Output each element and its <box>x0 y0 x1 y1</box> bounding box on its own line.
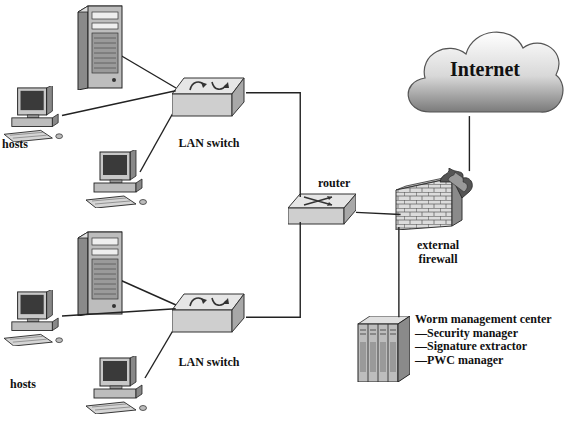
host-node: hosts <box>6 290 62 342</box>
host-icon <box>86 149 147 208</box>
cloud-label: Internet <box>450 58 520 81</box>
management-server-node: Worm management center—Security manager—… <box>354 316 410 382</box>
host-icon <box>86 355 147 414</box>
host-icon <box>4 85 62 142</box>
network-link <box>398 227 399 317</box>
network-link <box>469 116 470 171</box>
group-label: hosts <box>10 378 36 392</box>
firewall-node: external firewall <box>392 168 478 230</box>
device-label: LAN switch <box>178 356 239 370</box>
device-label: LAN switch <box>178 137 239 151</box>
device-label: external firewall <box>406 239 470 267</box>
server-icon <box>78 232 122 316</box>
switch-node: LAN switch <box>172 292 246 334</box>
wire <box>120 280 176 305</box>
network-link <box>62 91 176 116</box>
host-node: hosts <box>6 88 62 138</box>
center-label: Worm management center <box>415 313 552 327</box>
router-node: router <box>288 192 356 226</box>
group-label: hosts <box>2 138 28 152</box>
host-icon <box>4 289 62 346</box>
firewall-icon <box>396 168 472 230</box>
host-wires <box>120 55 178 378</box>
router-icon <box>288 194 356 224</box>
network-link <box>62 309 176 316</box>
wire <box>120 55 176 88</box>
switch-icon <box>172 78 244 116</box>
internet-cloud <box>408 32 563 112</box>
network-link <box>356 212 401 214</box>
center-label: —Security manager <box>415 327 518 341</box>
server-icon <box>78 6 122 90</box>
cloud-node: Internet <box>405 22 565 120</box>
network-link <box>246 93 300 197</box>
switch-icon <box>172 294 244 332</box>
network-link <box>246 222 300 317</box>
server-rack-icon <box>358 316 410 382</box>
device-label: router <box>316 177 352 191</box>
switch-node: LAN switch <box>172 76 246 118</box>
center-label: —Signature extractor <box>415 340 527 354</box>
center-label: —PWC manager <box>415 354 503 368</box>
